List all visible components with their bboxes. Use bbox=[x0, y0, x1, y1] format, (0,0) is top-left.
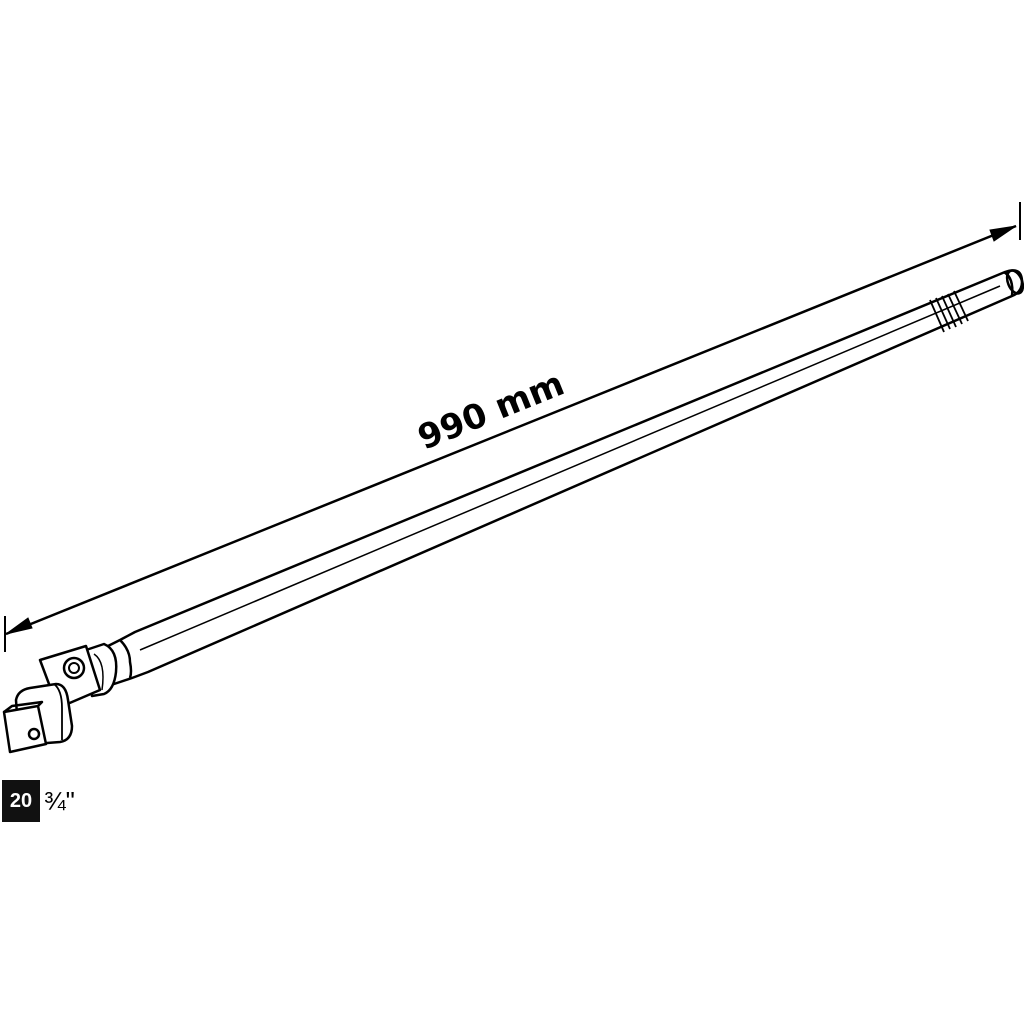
drive-head bbox=[2, 644, 102, 754]
dimension-line bbox=[4, 202, 1021, 652]
drive-size-label: ¾" bbox=[44, 786, 75, 816]
arrow-right-icon bbox=[989, 225, 1017, 242]
arrow-left-icon bbox=[5, 617, 33, 635]
breaker-bar-handle bbox=[98, 269, 1024, 688]
detent-ball-icon bbox=[27, 727, 41, 741]
dimension-label: 990 mm bbox=[412, 364, 569, 459]
drive-code-badge: 20 bbox=[2, 780, 40, 822]
